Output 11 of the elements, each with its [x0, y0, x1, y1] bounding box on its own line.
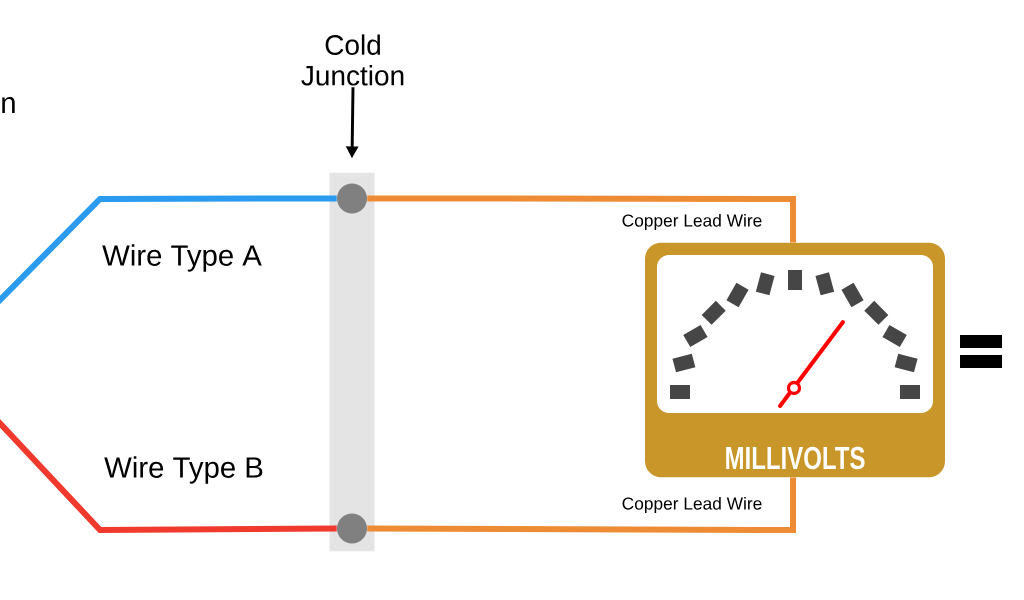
- junction-bar: [329, 172, 375, 552]
- edge-label: Copper Lead Wire: [620, 212, 764, 232]
- wire: [367, 477, 796, 533]
- terminal-dot: [337, 513, 367, 544]
- wire: [367, 195, 796, 243]
- edge-label: Copper Lead Wire: [620, 495, 764, 515]
- edge-label: Wire Type B: [102, 455, 266, 485]
- edge-label: Wire Type A: [100, 243, 264, 273]
- callout-text: Cold Junction: [301, 34, 404, 86]
- terminal-dot: [337, 183, 367, 214]
- partial-text: n: [2, 97, 15, 113]
